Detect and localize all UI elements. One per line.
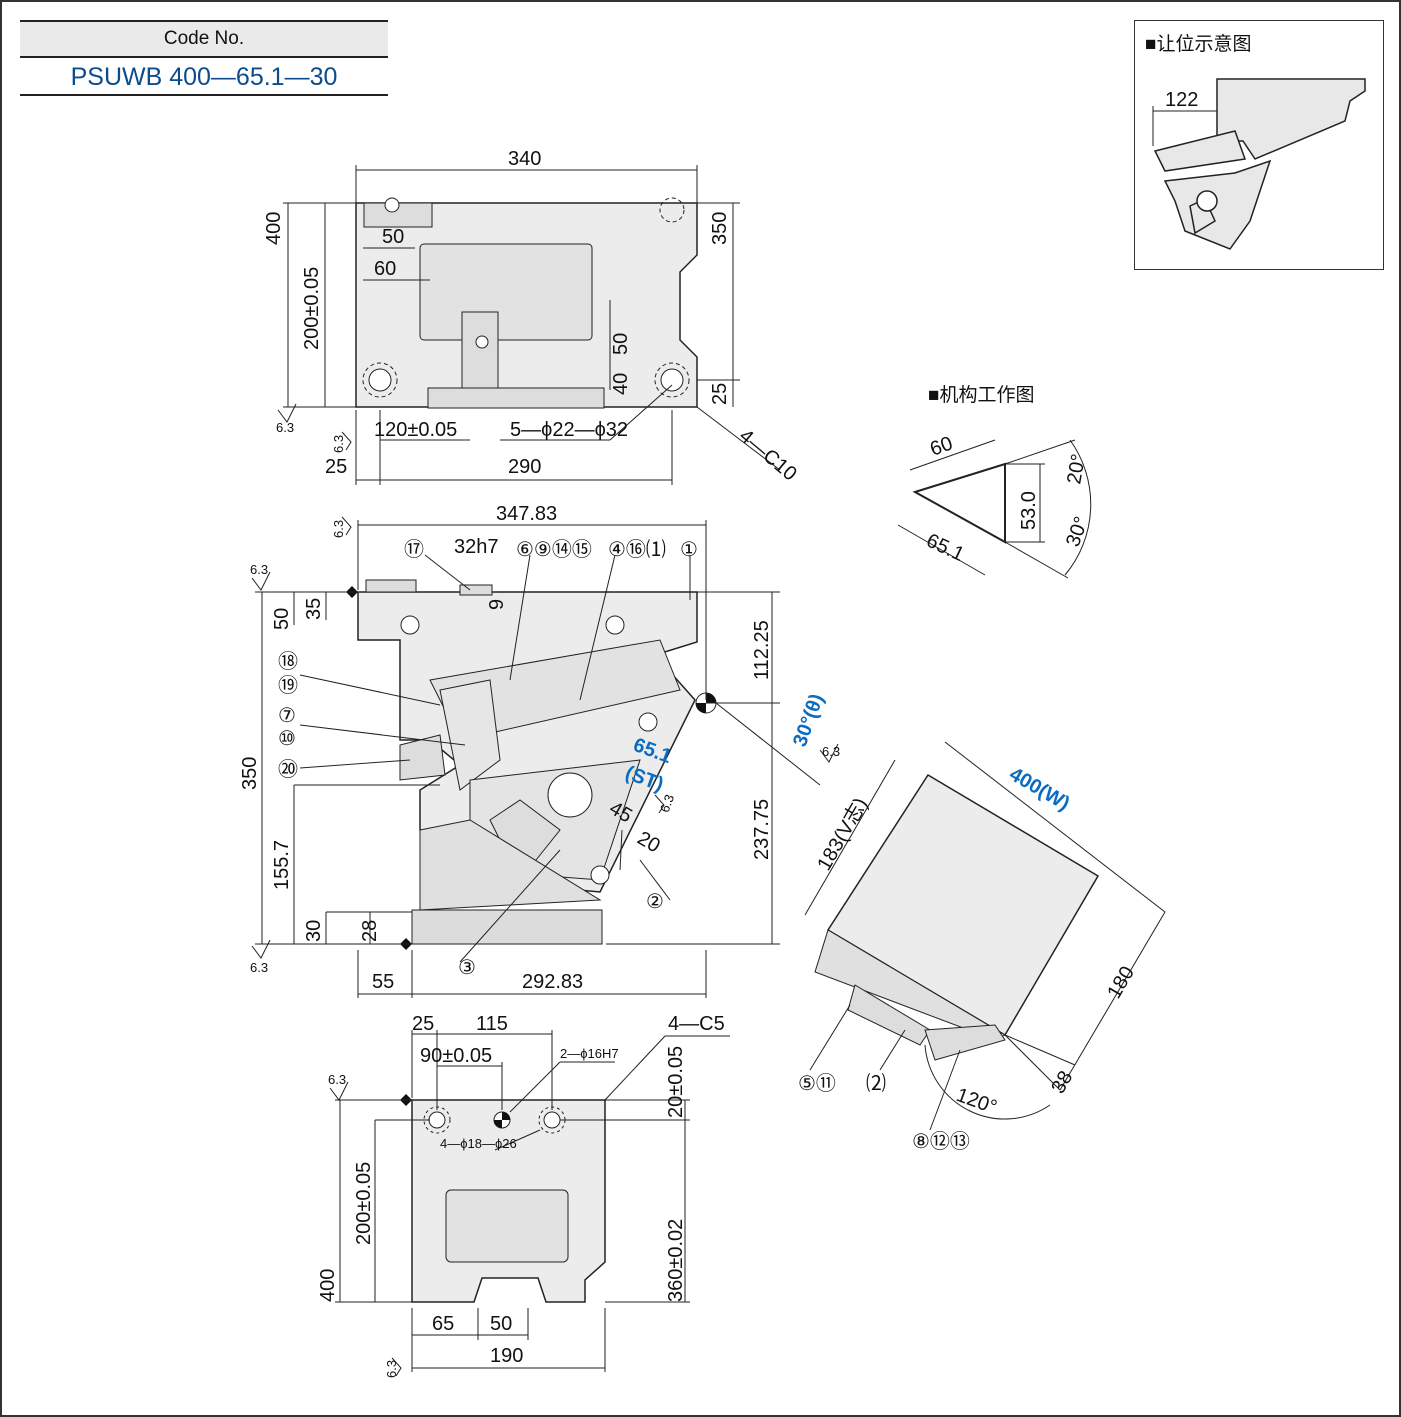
inset-title: ■让位示意图 [1145,34,1252,55]
roughness-9: 6.3 [384,1360,399,1378]
roughness-3: 6.3 [331,520,346,538]
dim-50: 50 [490,1313,512,1335]
callout-7: ⑦ [278,705,296,727]
dim-55: 55 [372,971,394,993]
dim-347: 347.83 [496,503,557,525]
callout-6-9-14-15: ⑥⑨⑭⑮ [516,538,592,561]
dim-25r: 25 [709,383,731,405]
dim-340: 340 [508,148,541,170]
callout-19: ⑲ [278,674,298,697]
callout-8-12-13: ⑧⑫⑬ [912,1130,970,1153]
bottom-view: 25 115 4—C5 90±0.05 2—ϕ16H7 20±0.05 4—ϕ1… [317,1013,730,1372]
callout-22: ⑵ [866,1072,886,1095]
roughness-7: 6.3 [657,792,677,814]
dim-9: 9 [486,599,508,610]
callout-2: ② [646,891,664,913]
roughness-8: 6.3 [328,1072,346,1087]
roughness-4: 6.3 [250,562,268,577]
code-label: Code No. [20,20,388,58]
dim-350: 350 [239,757,261,790]
mech-angle-20: 20° [1063,452,1090,486]
hole-spec-5: 5—ϕ22—ϕ32 [510,419,628,441]
iso-dim-183: 183(V志) [812,794,872,875]
dim-50a: 50 [382,226,404,248]
front-view: 347.83 32h7 9 35 50 350 155.7 30 28 112.… [239,503,828,998]
top-view: 340 400 350 200±0.05 50 60 50 40 25 120±… [263,148,801,485]
mechanism-diagram: 60 53.0 65.1 20° 30° [897,432,1093,579]
dim-50: 50 [271,608,293,630]
dim-30: 30 [303,920,325,942]
iso-width-400: 400(W) [1006,763,1074,815]
dim-400: 400 [263,212,285,245]
clearance-inset: ■让位示意图 122 [1134,20,1384,270]
inset-dim-122: 122 [1165,89,1198,111]
mech-dim-53: 53.0 [1018,491,1040,530]
hole-spec-16h7: 2—ϕ16H7 [560,1046,619,1061]
dim-32h7: 32h7 [454,536,499,558]
dim-190: 190 [490,1345,523,1367]
dim-40: 40 [610,373,632,395]
iso-dim-180: 180 [1103,963,1139,1003]
dim-90: 90±0.05 [420,1045,492,1067]
callout-4-16-21: ④⑯⑴ [608,538,666,561]
callout-5-11: ⑤⑪ [798,1072,836,1095]
dim-28: 28 [359,920,381,942]
callout-20: ⑳ [278,758,298,781]
angle-30-theta: 30°(θ) [789,691,828,750]
mechanism-title: ■机构工作图 [928,385,1035,406]
mech-angle-30: 30° [1062,514,1093,550]
dim-200: 200±0.05 [353,1162,375,1245]
dim-115: 115 [476,1013,508,1035]
dim-112: 112.25 [751,620,773,680]
dim-65: 65 [432,1313,454,1335]
chamfer-c5: 4—C5 [668,1013,725,1035]
dim-290: 290 [508,456,541,478]
dim-360: 360±0.02 [665,1219,687,1302]
dim-35: 35 [303,598,325,620]
roughness-5: 6.3 [250,960,268,975]
iso-view: 400(W) 183(V志) 180 38 120° ⑤⑪ ⑵ ⑧⑫⑬ [798,741,1166,1153]
dim-25: 25 [412,1013,434,1035]
code-value: PSUWB 400—65.1—30 [20,58,388,96]
dim-292: 292.83 [522,971,583,993]
hole-spec-18: 4—ϕ18—ϕ26 [440,1136,517,1151]
dim-20: 20 [634,827,664,857]
callout-10: ⑩ [278,728,296,750]
chamfer-c10: 4—C10 [735,425,801,485]
roughness-6: 6.3 [822,744,840,759]
dim-155: 155.7 [271,840,293,890]
code-box: Code No. PSUWB 400—65.1—30 [20,20,388,96]
callout-1: ① [680,539,698,561]
dim-60: 60 [374,258,396,280]
callout-3: ③ [458,957,476,979]
dim-350: 350 [709,212,731,245]
dim-120: 120±0.05 [374,419,457,441]
mech-dim-60: 60 [927,432,955,460]
callout-17: ⑰ [404,538,424,561]
roughness-2: 6.3 [331,435,346,453]
dim-237: 237.75 [751,799,773,860]
inset-drawing: 122 [1152,78,1366,250]
dim-25b: 25 [325,456,347,478]
dim-20: 20±0.05 [665,1046,687,1118]
roughness-symbols: 6.3 6.3 6.3 6.3 6.3 6.3 6.3 6.3 6.3 [250,403,840,1378]
dim-400: 400 [317,1269,339,1302]
roughness-1: 6.3 [276,420,294,435]
dim-200: 200±0.05 [301,267,323,350]
dim-50b: 50 [610,333,632,355]
iso-dim-38: 38 [1047,1067,1077,1097]
callout-18: ⑱ [278,650,298,673]
